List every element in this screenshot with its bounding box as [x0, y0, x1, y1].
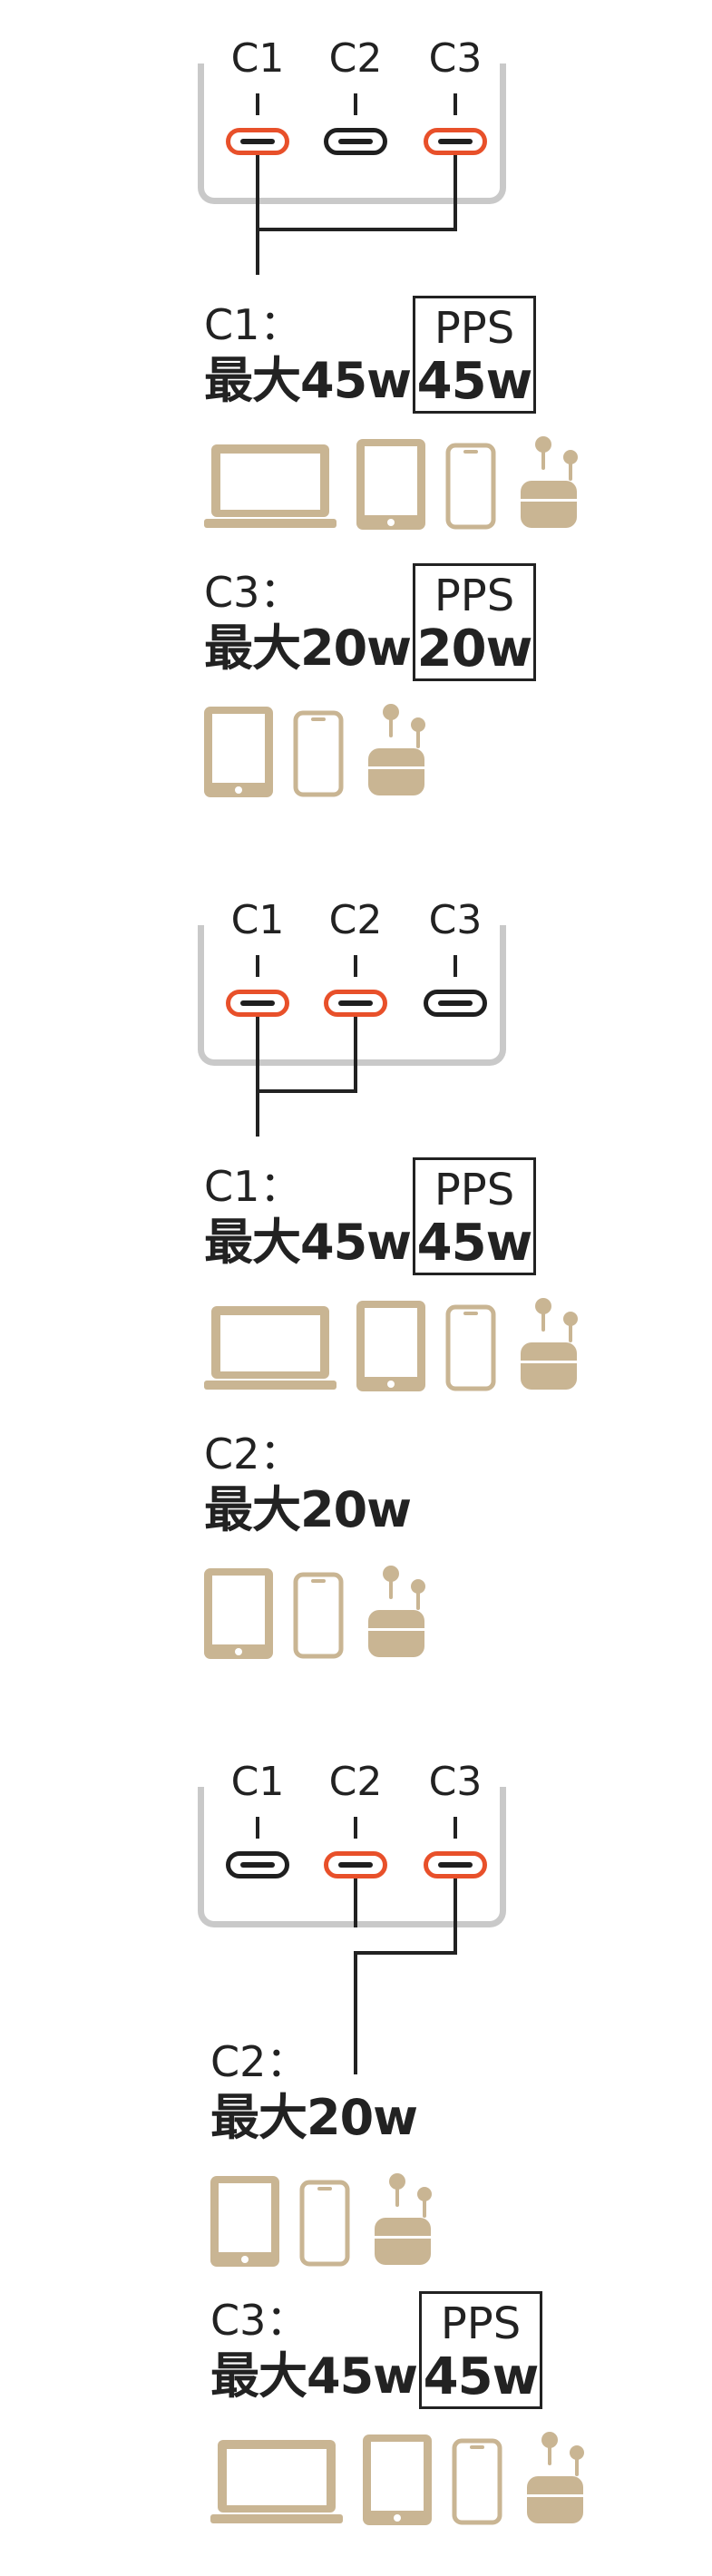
- port-slot: [338, 1000, 373, 1006]
- charger-body: [198, 1787, 506, 1927]
- earbuds-icon: [516, 435, 587, 533]
- tablet-icon: [204, 1568, 273, 1663]
- phone-icon: [293, 1572, 344, 1663]
- phone-icon: [293, 710, 344, 801]
- laptop-icon: [204, 1304, 336, 1395]
- port-tick: [454, 1817, 457, 1839]
- output-port-label: C2：: [210, 2037, 308, 2086]
- port-slot: [240, 139, 275, 144]
- usb-c-port-active-icon: [226, 128, 289, 155]
- usb-c-port-active-icon: [424, 128, 487, 155]
- tablet-icon: [356, 439, 425, 533]
- port-slot: [438, 1862, 473, 1868]
- connector-line: [256, 228, 457, 231]
- pps-power: 45w: [416, 1214, 533, 1273]
- earbuds-icon: [516, 1297, 587, 1395]
- charger-body: [198, 63, 506, 204]
- port-label: C2: [328, 35, 383, 82]
- port-tick: [256, 955, 259, 977]
- connector-line: [256, 155, 259, 275]
- port-tick: [256, 1817, 259, 1839]
- connector-line: [256, 1089, 357, 1093]
- port-tick: [354, 955, 357, 977]
- phone-icon: [299, 2180, 350, 2270]
- port-label: C1: [230, 35, 285, 82]
- usb-c-port-icon: [424, 990, 487, 1017]
- output-port-label: C3：: [210, 2296, 308, 2345]
- port-label: C3: [428, 897, 483, 943]
- connector-line: [454, 1878, 457, 1953]
- connector-line: [454, 155, 457, 229]
- usb-c-port-icon: [324, 128, 387, 155]
- port-slot: [240, 1000, 275, 1006]
- output-port-label: C1：: [204, 300, 302, 349]
- connector-line: [256, 1017, 259, 1137]
- pps-label: PPS: [434, 571, 515, 621]
- tablet-icon: [356, 1301, 425, 1395]
- port-label: C1: [230, 897, 285, 943]
- pps-power: 45w: [423, 2347, 540, 2406]
- connector-line: [354, 1951, 457, 1955]
- pps-power: 20w: [416, 620, 533, 678]
- connector-line: [354, 1951, 357, 2074]
- port-label: C1: [230, 1759, 285, 1805]
- tablet-icon: [210, 2176, 279, 2270]
- port-slot: [240, 1862, 275, 1868]
- port-label: C3: [428, 1759, 483, 1805]
- max-power-label: 最大45w: [204, 1214, 412, 1271]
- earbuds-icon: [364, 703, 434, 801]
- port-tick: [454, 955, 457, 977]
- max-power-label: 最大20w: [204, 620, 412, 677]
- port-tick: [354, 1817, 357, 1839]
- port-slot: [338, 139, 373, 144]
- usb-c-port-active-icon: [424, 1851, 487, 1878]
- phone-icon: [445, 443, 496, 533]
- phone-icon: [445, 1304, 496, 1395]
- port-label: C3: [428, 35, 483, 82]
- earbuds-icon: [522, 2431, 593, 2529]
- max-power-label: 最大45w: [210, 2347, 418, 2405]
- max-power-label: 最大20w: [210, 2089, 418, 2146]
- laptop-icon: [204, 443, 336, 533]
- port-slot: [338, 1862, 373, 1868]
- port-label: C2: [328, 1759, 383, 1805]
- pps-label: PPS: [440, 2298, 522, 2349]
- usb-c-port-active-icon: [324, 990, 387, 1017]
- charger-body: [198, 925, 506, 1066]
- port-tick: [454, 93, 457, 115]
- usb-c-port-active-icon: [226, 990, 289, 1017]
- tablet-icon: [363, 2435, 432, 2529]
- earbuds-icon: [364, 1565, 434, 1663]
- output-port-label: C3：: [204, 568, 302, 617]
- output-port-label: C1：: [204, 1162, 302, 1211]
- port-label: C2: [328, 897, 383, 943]
- output-port-label: C2：: [204, 1429, 302, 1478]
- pps-power: 45w: [416, 352, 533, 411]
- port-slot: [438, 1000, 473, 1006]
- max-power-label: 最大20w: [204, 1481, 412, 1538]
- max-power-label: 最大45w: [204, 352, 412, 409]
- port-tick: [354, 93, 357, 115]
- earbuds-icon: [370, 2172, 441, 2270]
- laptop-icon: [210, 2438, 343, 2529]
- usb-c-port-active-icon: [324, 1851, 387, 1878]
- tablet-icon: [204, 707, 273, 801]
- phone-icon: [452, 2438, 502, 2529]
- pps-label: PPS: [434, 303, 515, 354]
- pps-label: PPS: [434, 1165, 515, 1215]
- port-slot: [438, 139, 473, 144]
- connector-line: [354, 1878, 357, 1927]
- port-tick: [256, 93, 259, 115]
- usb-c-port-icon: [226, 1851, 289, 1878]
- connector-line: [354, 1017, 357, 1091]
